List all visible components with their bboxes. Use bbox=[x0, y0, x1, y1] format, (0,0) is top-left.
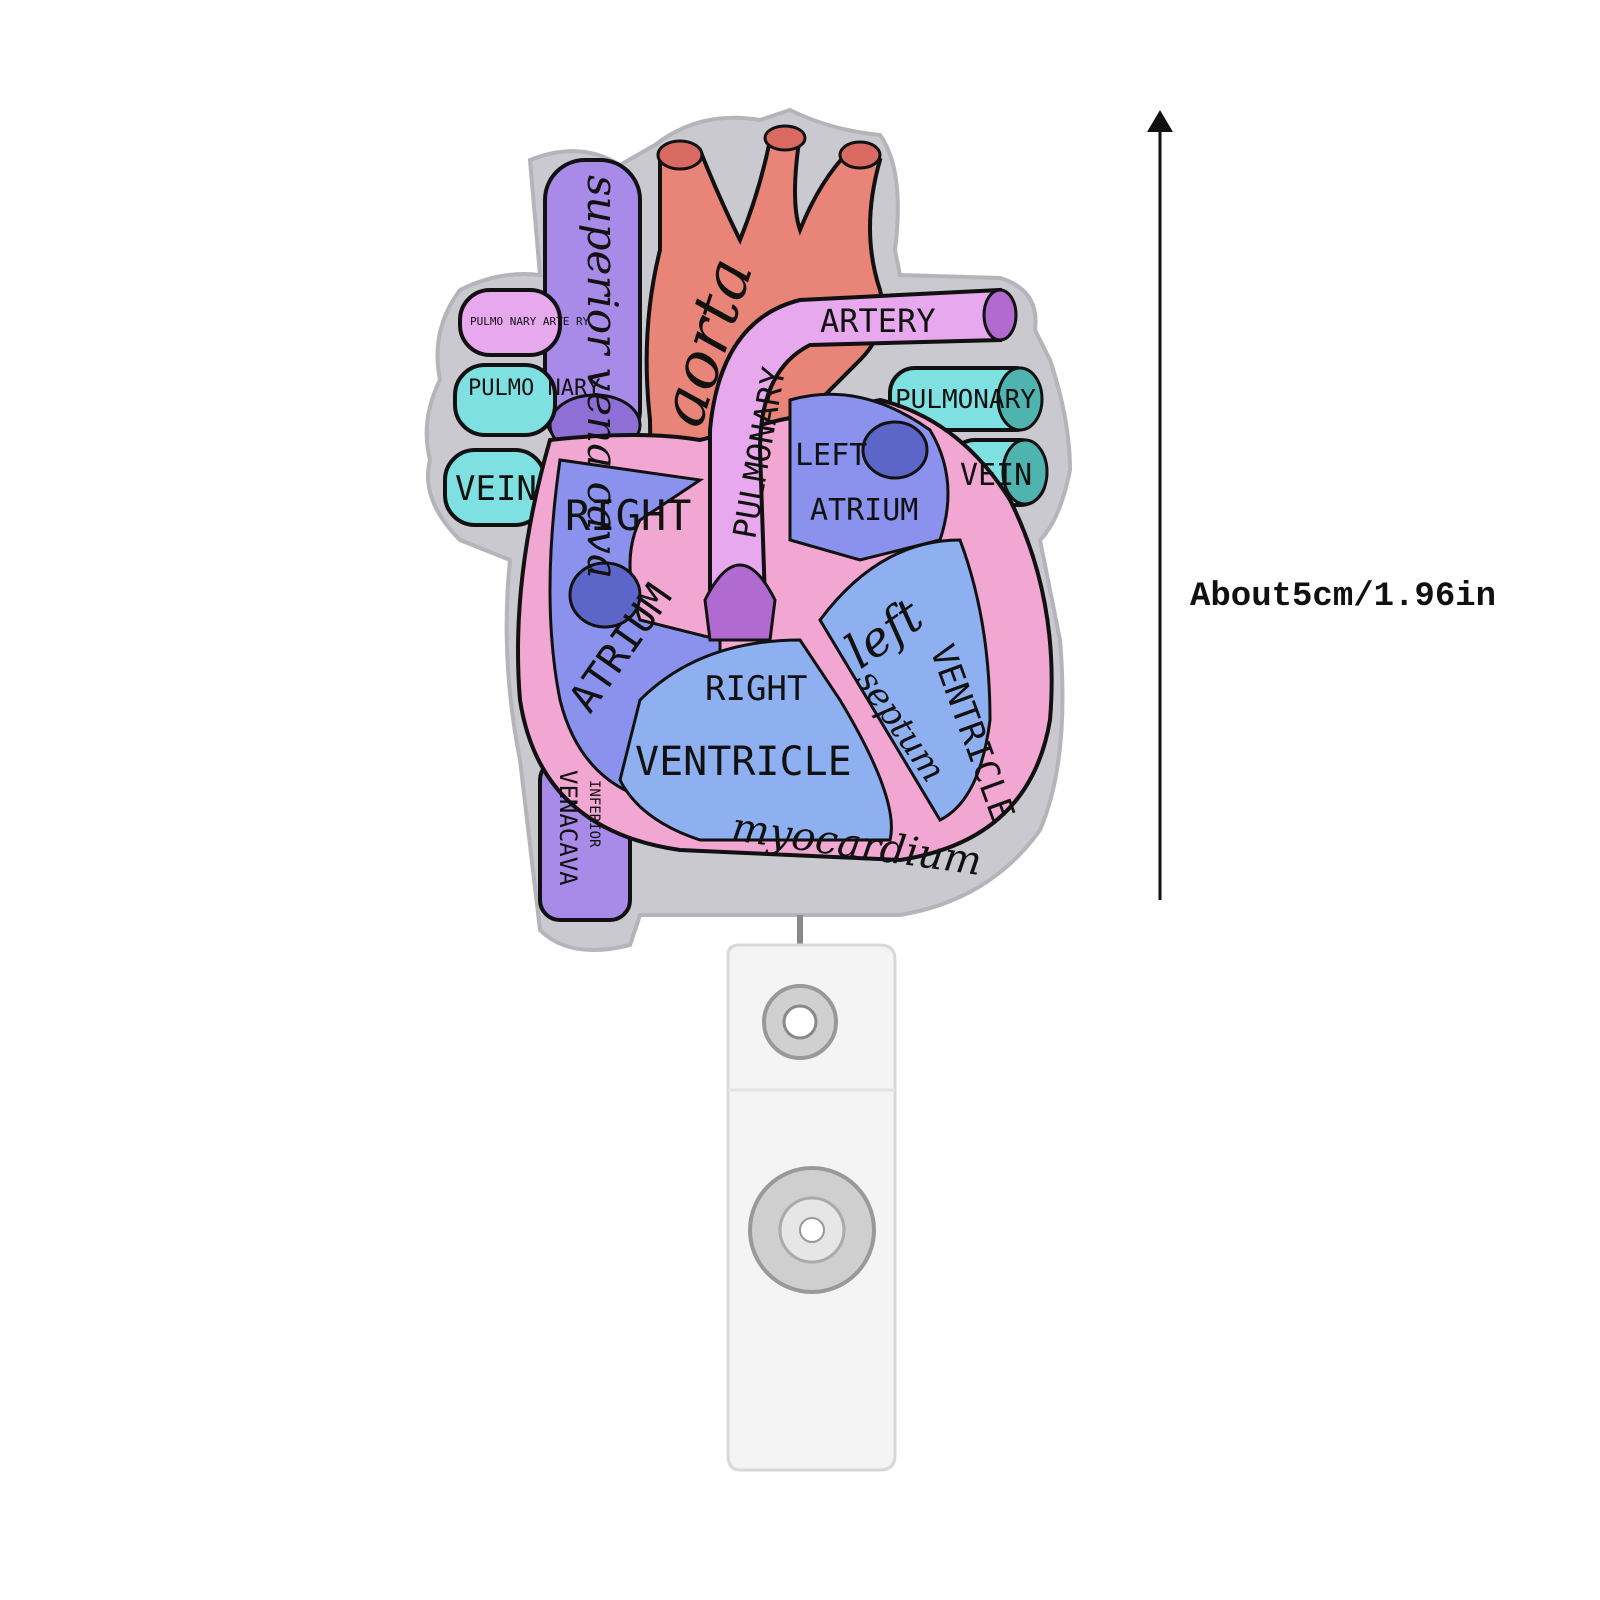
artery-label: ARTERY bbox=[820, 302, 936, 340]
pulmonary-vein-right-label-1: PULMONARY bbox=[895, 385, 1036, 415]
inferior-vena-cava-label-1: INFERIOR bbox=[586, 780, 602, 848]
pulmonary-vein-left-label-1: PULMO NARY bbox=[468, 376, 600, 401]
right-ventricle-label-1: RIGHT bbox=[705, 669, 807, 709]
left-atrium-label-2: ATRIUM bbox=[810, 493, 918, 528]
left-ventricle bbox=[818, 538, 992, 822]
vein-opening bbox=[996, 366, 1044, 432]
left-atrium-label-1: LEFT bbox=[795, 438, 867, 473]
superior-vena-cava-label: superior vena cava bbox=[578, 175, 627, 579]
badge-reel-clip bbox=[726, 915, 897, 1472]
right-ventricle bbox=[618, 638, 893, 842]
right-atrium-label-1: RIGHT bbox=[565, 491, 691, 540]
pulmonary-artery bbox=[703, 287, 1018, 642]
pulmonary-vein-right-label-2: VEIN bbox=[960, 458, 1032, 493]
pulmonary-vein-left-upper bbox=[453, 363, 557, 437]
pulmonary-valve bbox=[703, 563, 777, 642]
right-ventricle-label-2: VENTRICLE bbox=[635, 739, 852, 785]
size-label: About5cm/1.96in bbox=[1190, 578, 1497, 616]
size-arrow bbox=[1147, 110, 1173, 900]
vein-opening bbox=[1001, 438, 1049, 506]
heart-body bbox=[516, 392, 1054, 863]
pulmonary-vein-left-label-2: VEIN bbox=[455, 469, 537, 509]
pulmonary-artery-left bbox=[458, 288, 562, 357]
pulmonary-artery-small-label: PULMO NARY ARTE RY bbox=[470, 315, 590, 328]
inferior-vena-cava-label-2: VENACAVA bbox=[554, 770, 582, 886]
